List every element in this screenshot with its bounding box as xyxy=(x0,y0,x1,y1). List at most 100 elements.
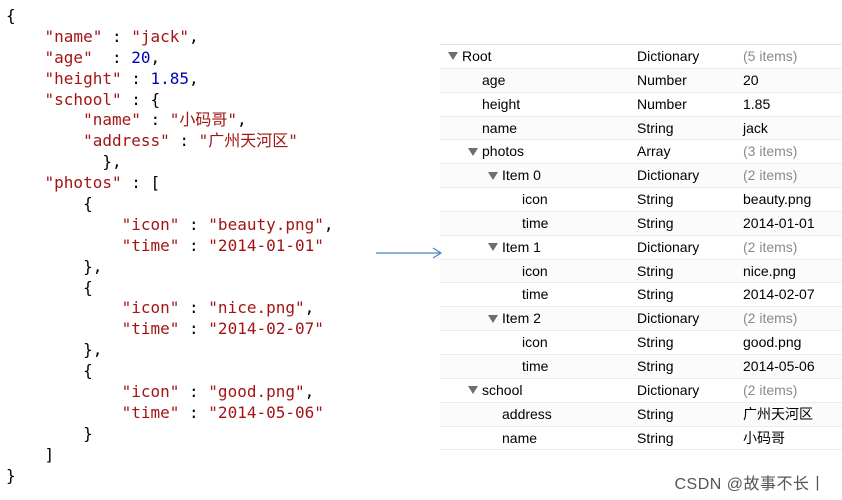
disclosure-triangle-icon[interactable] xyxy=(488,171,498,180)
json-punct xyxy=(6,27,45,46)
plist-type: String xyxy=(637,334,674,351)
plist-row[interactable]: time String 2014-01-01 xyxy=(440,211,842,236)
plist-key-cell: icon xyxy=(522,331,548,355)
disclosure-triangle-icon[interactable] xyxy=(488,243,498,252)
plist-key-cell: address xyxy=(502,403,552,427)
json-key: "name" xyxy=(83,110,141,130)
plist-key: time xyxy=(522,286,549,303)
plist-key-cell: school xyxy=(468,379,522,403)
plist-key: icon xyxy=(522,262,548,279)
plist-key-cell: name xyxy=(482,117,517,141)
code-line: } xyxy=(6,466,334,487)
plist-key: photos xyxy=(482,143,525,160)
plist-value: beauty.png xyxy=(743,191,812,208)
plist-type: String xyxy=(637,405,674,422)
json-punct xyxy=(6,298,122,317)
plist-value: (5 items) xyxy=(743,48,798,64)
json-punct: , xyxy=(189,68,199,88)
plist-value: (2 items) xyxy=(743,310,798,327)
json-punct: : xyxy=(102,26,132,46)
json-punct: }, xyxy=(6,340,103,360)
json-punct: : { xyxy=(121,89,161,109)
json-number: 20 xyxy=(131,47,151,67)
json-string: "nice.png" xyxy=(208,298,305,318)
json-punct: : xyxy=(179,402,209,422)
plist-key-cell: time xyxy=(522,283,548,307)
plist-type: Dictionary xyxy=(637,238,700,255)
code-line: { xyxy=(6,6,334,27)
code-line: "time" : "2014-05-06" xyxy=(6,403,334,424)
code-line: ] xyxy=(6,445,334,466)
disclosure-triangle-icon[interactable] xyxy=(468,386,478,395)
plist-value: (2 items) xyxy=(743,167,798,184)
code-line: "address" : "广州天河区" xyxy=(6,131,334,152)
plist-value: 20 xyxy=(743,71,759,88)
json-key: "icon" xyxy=(121,298,180,318)
plist-key: name xyxy=(502,429,538,446)
json-punct: } xyxy=(6,465,16,485)
code-line: { xyxy=(6,278,334,299)
json-punct: : xyxy=(140,110,170,130)
plist-key: time xyxy=(522,357,549,374)
code-line: { xyxy=(6,361,334,382)
disclosure-triangle-icon[interactable] xyxy=(468,147,478,156)
json-punct: : xyxy=(179,319,209,339)
json-punct xyxy=(6,131,83,150)
json-punct: }, xyxy=(6,256,103,276)
json-punct: , xyxy=(150,47,161,67)
json-key: "address" xyxy=(83,131,170,151)
json-string: "小码哥" xyxy=(169,110,238,130)
plist-key-cell: icon xyxy=(522,188,548,212)
json-punct: { xyxy=(6,6,16,25)
json-key: "school" xyxy=(44,89,122,109)
plist-value: 2014-01-01 xyxy=(743,214,815,231)
plist-value: 小码哥 xyxy=(743,429,785,446)
json-punct: , xyxy=(323,214,334,234)
code-line: "photos" : [ xyxy=(6,173,334,194)
code-line: "school" : { xyxy=(6,90,334,111)
json-string: "2014-02-07" xyxy=(208,319,324,339)
plist-type: Array xyxy=(637,143,671,160)
json-punct: }, xyxy=(6,152,122,172)
plist-key: school xyxy=(482,381,523,398)
plist-key: time xyxy=(522,214,549,231)
watermark: CSDN @故事不长丨 xyxy=(674,476,826,493)
json-punct: ] xyxy=(6,444,55,464)
plist-type: Number xyxy=(637,95,687,112)
plist-value: (2 items) xyxy=(743,238,798,255)
code-line: "icon" : "nice.png", xyxy=(6,298,334,319)
code-line: "icon" : "beauty.png", xyxy=(6,215,334,236)
plist-row[interactable]: Item 1 Dictionary (2 items) xyxy=(440,236,842,260)
json-punct: : [ xyxy=(121,173,161,193)
disclosure-triangle-icon[interactable] xyxy=(488,314,498,323)
disclosure-triangle-icon[interactable] xyxy=(448,52,458,61)
json-punct: , xyxy=(304,382,315,402)
plist-type: String xyxy=(637,262,674,279)
json-punct: : xyxy=(92,47,132,67)
json-punct xyxy=(6,173,45,192)
plist-key: Item 1 xyxy=(502,238,541,255)
plist-key-cell: Root xyxy=(448,45,492,69)
json-key: "name" xyxy=(44,26,103,46)
plist-type: String xyxy=(637,214,674,231)
json-punct xyxy=(6,48,45,67)
json-key: "height" xyxy=(44,68,122,88)
plist-key-cell: icon xyxy=(522,260,548,284)
plist-key-cell: height xyxy=(482,93,520,117)
